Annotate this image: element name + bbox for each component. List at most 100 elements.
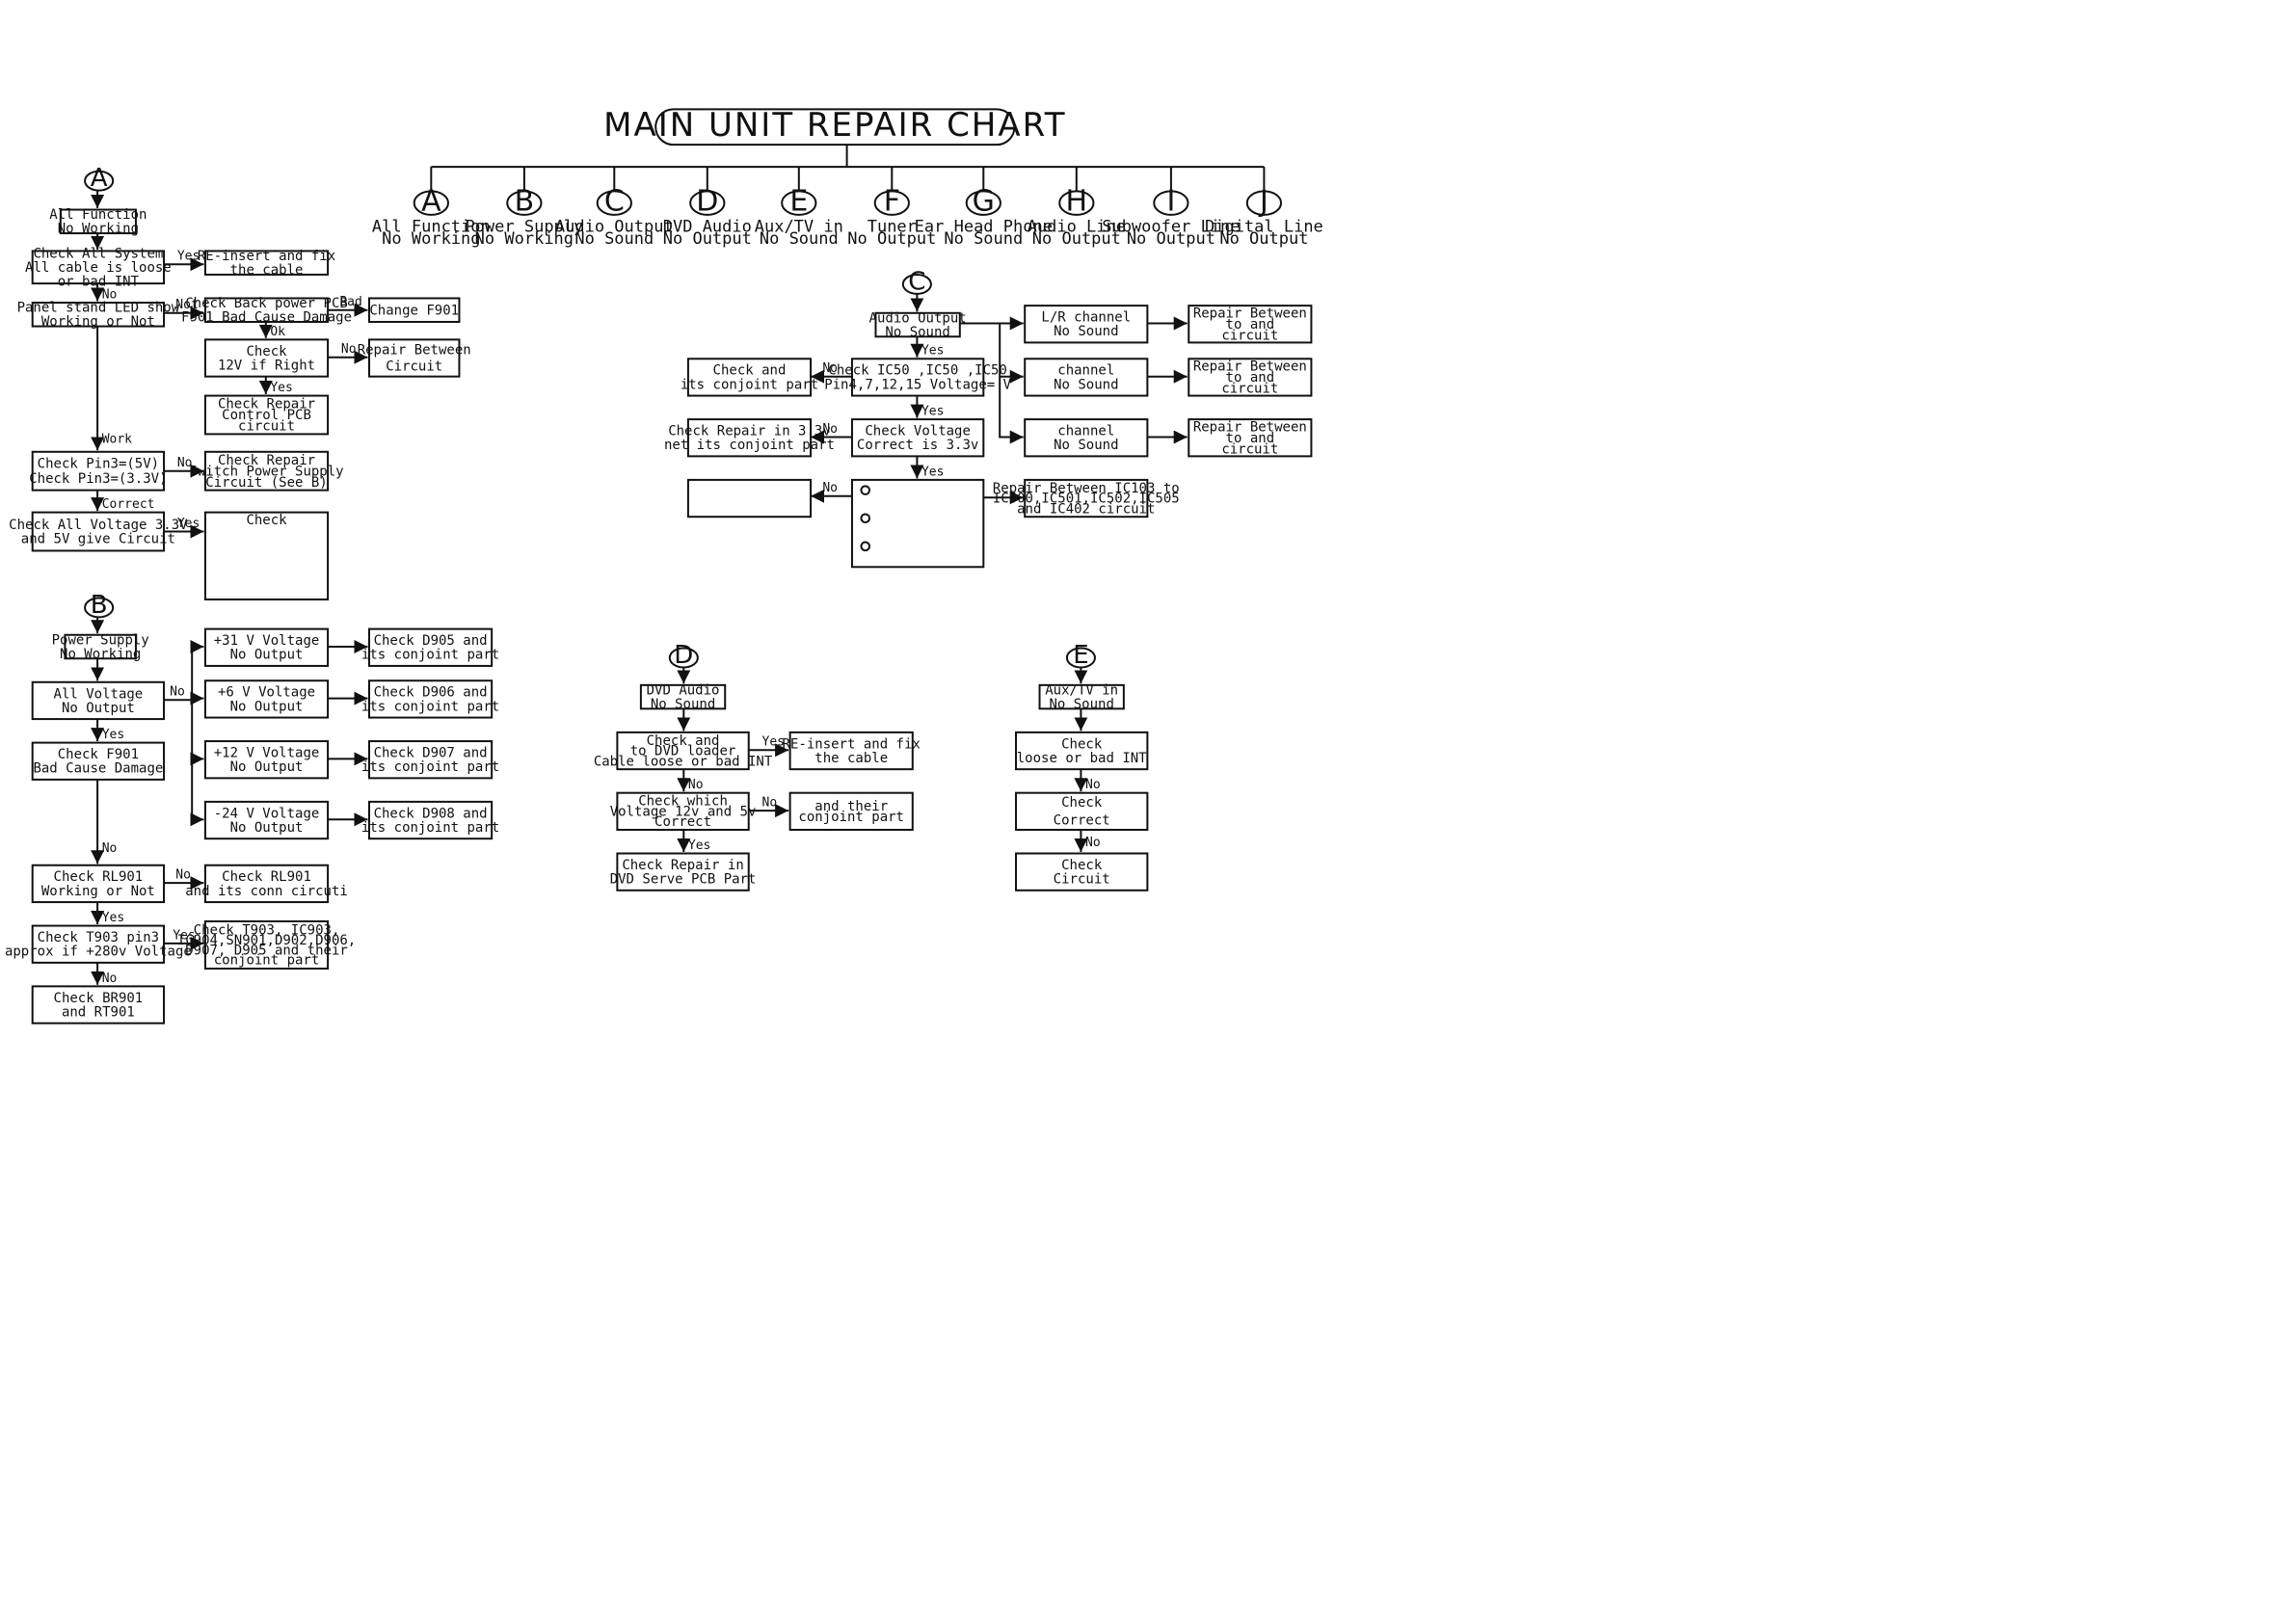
c-ch2-text: channel [1057,363,1114,379]
b-d907-text: its conjoint part [361,759,499,775]
c-rep2-text: to and [1226,370,1275,386]
c-repair-ic103-text: Repair Between IC103 to [993,481,1180,496]
a-repair-between-text: Repair Between [358,343,471,359]
b-d907-text: Check D907 and [374,746,488,761]
d-start-text: No Sound [651,697,715,712]
c-rep2-box [1188,358,1313,397]
b-d907-box [368,740,494,780]
top-node-c-marker [596,190,632,216]
c-check-voltage-text: Check Voltage [865,424,971,439]
b-t903-list-text: IC904,SN901,D902,D906, [177,933,356,948]
top-node-line1: Aux/TV in [755,218,843,237]
b-v6-box [203,679,330,719]
b-t903-list-box [203,919,330,970]
edge-label-a-not: Not [175,298,198,312]
a-repair-between-box [368,338,461,378]
b-rl901-text: Working or Not [41,884,155,899]
c-lr-text: L/R channel [1041,310,1131,326]
edge-label-e-no2: No [1085,836,1101,850]
section-b-letter: B [91,591,108,620]
a-panel-led-text: Working or Not [41,314,155,330]
b-d905-text: its conjoint part [361,648,499,663]
a-check-12v-text: 12V if Right [218,358,315,373]
a-check-repair-ctrl-text: circuit [238,419,295,435]
top-node-line2: No Working [382,229,480,249]
b-d908-text: Check D908 and [374,806,488,821]
c-ch3-text: No Sound [1054,438,1118,453]
edge-label-a-yes2: Yes [270,381,292,395]
top-node-line1: Tuner [868,218,917,237]
b-br901-text: and RT901 [62,1004,135,1020]
top-node-letter: A [421,184,441,218]
section-c-marker [901,273,932,295]
a-check-switch-text: Check Repair [218,453,315,468]
top-node-letter: I [1166,184,1175,218]
c-repair-33-text: Check Repair in 3.3v [668,424,831,439]
edge-label-b-yes1: Yes [102,728,124,742]
edge-label-d-yes2: Yes [688,838,710,853]
d-their-box [788,791,914,831]
a-change-f901-box [368,297,461,323]
e-start-text: Aux/TV in [1045,682,1118,698]
b-rl901-conn-text: and its conn circuti [185,884,348,899]
c-check-voltage-box [850,418,985,458]
a-check-cable-text: or bad INT [58,274,140,289]
a-check-all-volt-text: and 5V give Circuit [21,531,175,546]
edge-label-c-yes1: Yes [921,344,944,359]
c-check-ic50-text: Pin4,7,12,15 Voltage= V [824,377,1011,392]
a-check-repair-ctrl-box [203,394,330,436]
b-check-f901-text: Bad Cause Damage [33,761,163,777]
b-start-text: Power Supply [52,632,149,648]
edge-label-a-correct: Correct [102,497,155,512]
a-check-final-text: Check [246,513,287,528]
e-check-correct-text: Correct [1054,813,1110,829]
top-node-line1: Digital Line [1205,218,1323,237]
edge-label-a-bad: Bad [339,295,361,309]
section-d-marker [668,647,699,669]
a-check-back-text: Check Back power PCB [185,296,348,311]
top-node-letter: F [884,184,900,218]
c-ch2-text: No Sound [1054,377,1118,392]
c-check-voltage-text: Correct is 3.3v [857,438,978,453]
e-check-correct-text: Check [1061,795,1103,811]
a-check-12v-box [203,338,330,378]
edge-label-c-no3: No [822,481,838,495]
c-lr-box [1024,305,1149,344]
a-check-back-text: F901 Bad Cause Damage [181,310,352,326]
e-check-loose-text: loose or bad INT [1017,751,1147,766]
top-node-letter: D [696,184,718,218]
top-node-d-marker [689,190,726,216]
edge-label-b-no2: No [102,841,118,856]
b-v12-box [203,740,330,780]
top-node-line1: Power Supply [465,218,583,237]
top-node-f-marker [873,190,910,216]
a-check-switch-box [203,450,330,492]
d-serve-text: Check Repair in [622,858,743,873]
edge-label-a-yes3: Yes [177,517,200,531]
c-ch3-box [1024,418,1149,458]
top-node-line2: No Sound [944,229,1023,249]
top-node-letter: E [789,184,808,218]
b-d906-box [368,679,494,719]
d-check-loader-text: to DVD loader [630,744,736,759]
section-b-marker [84,597,115,619]
b-v31-box [203,627,330,667]
top-node-e-marker [781,190,817,216]
b-v6-text: +6 V Voltage [218,685,315,701]
b-t903-list-text: Check T903, IC903, [194,922,340,938]
b-check-f901-box [31,741,166,781]
b-br901-box [31,985,166,1024]
c-rep2-text: Repair Between [1193,359,1307,375]
b-v31-text: +31 V Voltage [214,633,320,649]
edge-label-a-work: Work [102,433,132,447]
edge-label-b-no1: No [170,685,185,700]
option-bullet-icon [860,485,871,495]
section-e-marker [1065,647,1096,669]
c-rep1-text: Repair Between [1193,306,1307,321]
e-start-text: No Sound [1049,697,1113,712]
e-check-circuit-text: Circuit [1054,872,1110,888]
b-all-voltage-box [31,680,166,721]
a-panel-led-text: Panel stand LED show [17,301,180,316]
c-rep3-text: Repair Between [1193,419,1307,435]
